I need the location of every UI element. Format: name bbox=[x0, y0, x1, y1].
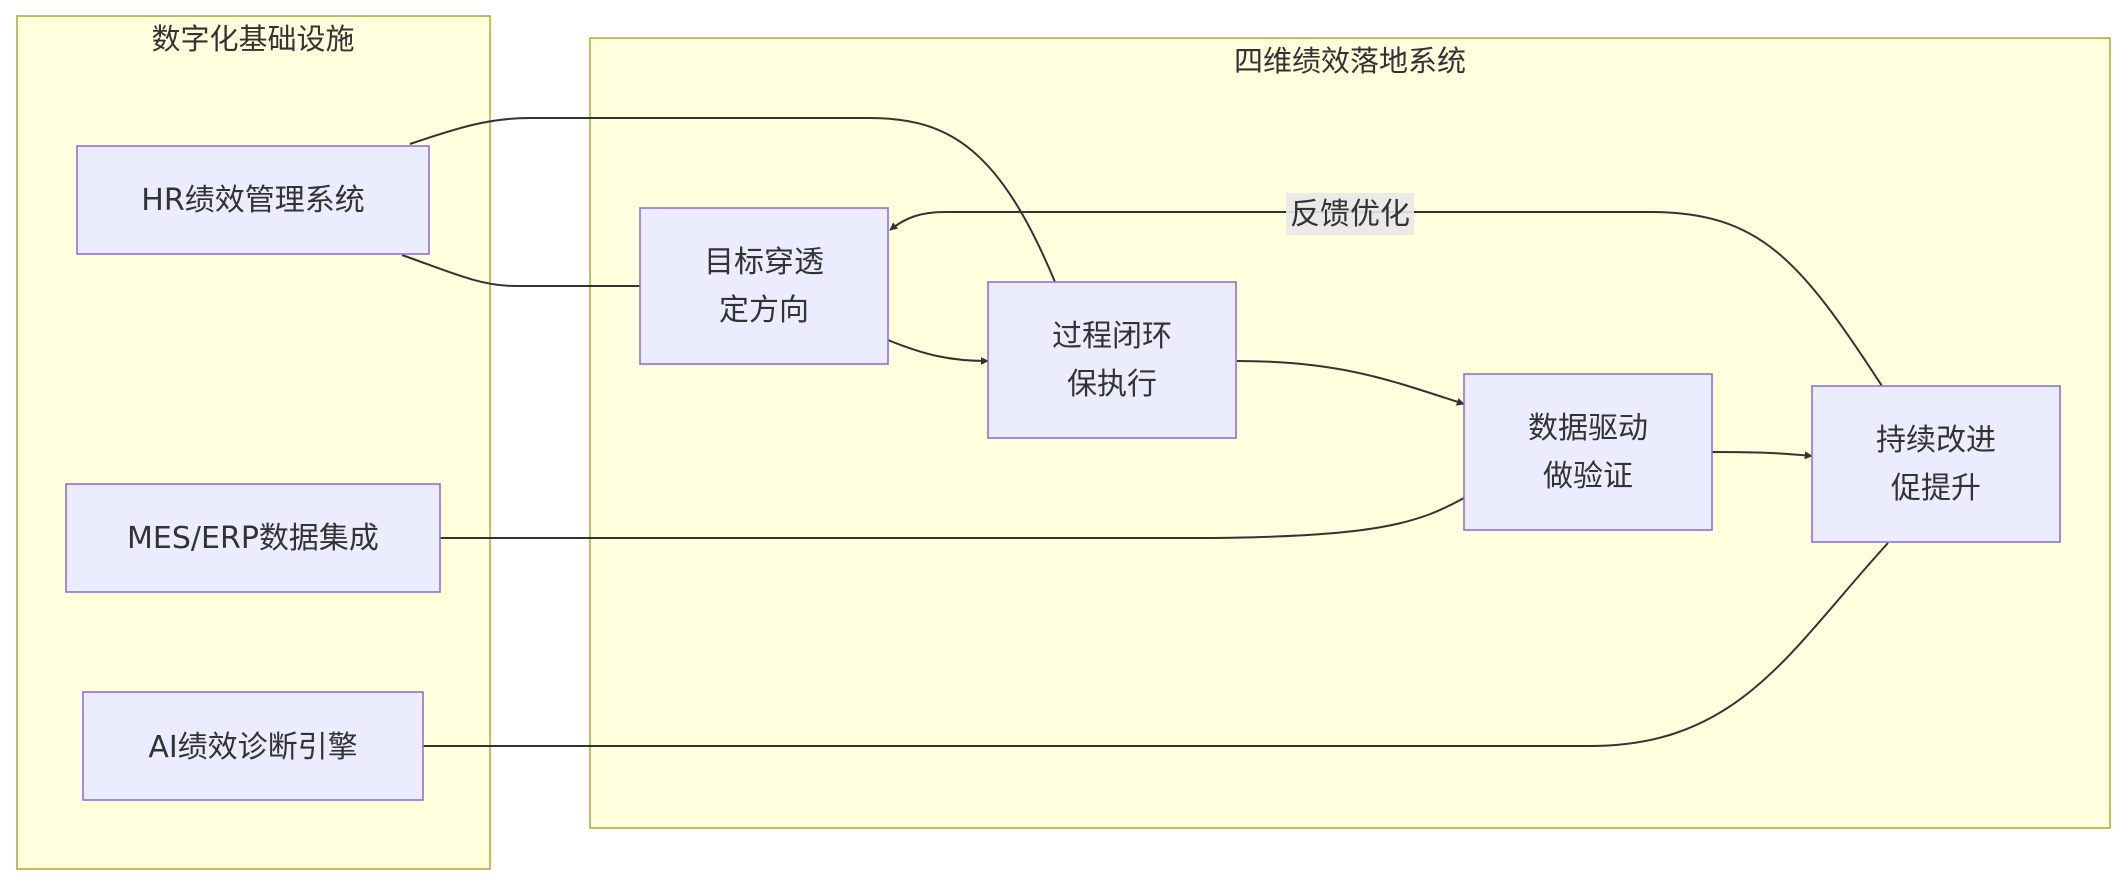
cluster-infrastructure-title: 数字化基础设施 bbox=[151, 22, 354, 56]
edge-mes-to-data bbox=[440, 497, 1465, 539]
node-ai-engine[interactable]: AI绩效诊断引擎 bbox=[82, 691, 424, 801]
node-data-line-2: 做验证 bbox=[1543, 459, 1633, 494]
node-improve-line-2: 促提升 bbox=[1891, 471, 1981, 506]
node-process-line-2: 保执行 bbox=[1067, 367, 1157, 402]
node-goal-line-1: 目标穿透 bbox=[704, 245, 824, 280]
node-data-line-1: 数据驱动 bbox=[1528, 411, 1648, 446]
node-hr-system-label: HR绩效管理系统 bbox=[141, 183, 364, 218]
node-improve-line-1: 持续改进 bbox=[1876, 423, 1996, 458]
cluster-performance-system-title: 四维绩效落地系统 bbox=[1234, 44, 1466, 78]
edge-goal-to-process bbox=[887, 339, 989, 365]
node-goal[interactable]: 目标穿透 定方向 bbox=[639, 207, 889, 365]
node-improve[interactable]: 持续改进 促提升 bbox=[1811, 385, 2061, 543]
node-process-line-1: 过程闭环 bbox=[1052, 319, 1172, 354]
edge-ai-to-improve bbox=[423, 542, 1889, 747]
edge-hr-to-process bbox=[409, 117, 1056, 283]
node-ai-engine-label: AI绩效诊断引擎 bbox=[148, 730, 357, 765]
edge-label-feedback: 反馈优化 bbox=[1286, 193, 1414, 235]
node-mes-erp[interactable]: MES/ERP数据集成 bbox=[65, 483, 441, 593]
edge-process-to-data bbox=[1236, 360, 1465, 406]
edge-data-to-improve bbox=[1711, 451, 1813, 460]
node-mes-erp-label: MES/ERP数据集成 bbox=[127, 521, 379, 556]
node-data[interactable]: 数据驱动 做验证 bbox=[1463, 373, 1713, 531]
node-hr-system[interactable]: HR绩效管理系统 bbox=[76, 145, 430, 255]
node-process[interactable]: 过程闭环 保执行 bbox=[987, 281, 1237, 439]
edge-label-feedback-text: 反馈优化 bbox=[1290, 197, 1410, 232]
edge-improve-feedback-to-goal bbox=[889, 211, 1883, 387]
node-goal-line-2: 定方向 bbox=[719, 293, 809, 328]
edge-hr-to-goal bbox=[401, 254, 640, 287]
